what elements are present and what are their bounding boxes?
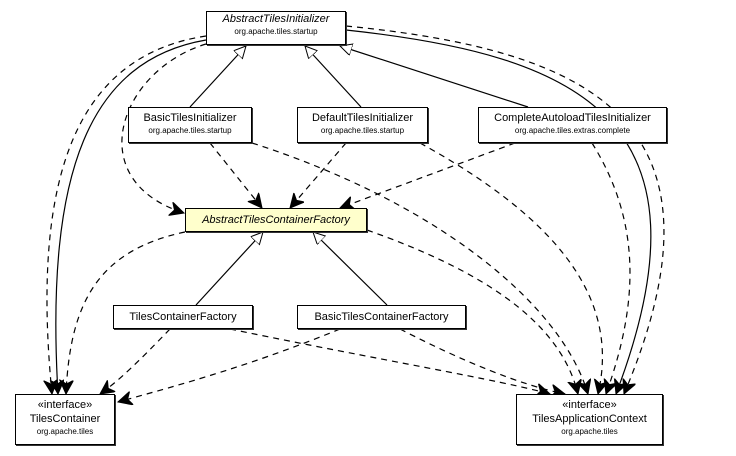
dependency-edge-tiles-container-factory-to-tiles-container bbox=[100, 328, 171, 394]
generalization-edge-tiles-container-factory-to-abstract-tiles-container-factory bbox=[195, 232, 263, 306]
interface-tiles-container[interactable]: «interface» TilesContainer org.apache.ti… bbox=[15, 394, 115, 445]
dependency-edge-complete-autoload-tiles-initializer-to-abstract-tiles-container-factory bbox=[340, 142, 516, 208]
class-name: CompleteAutoloadTilesInitializer bbox=[494, 112, 651, 124]
dependency-edge-default-tiles-initializer-to-abstract-tiles-container-factory bbox=[290, 142, 347, 208]
class-name: BasicTilesContainerFactory bbox=[314, 311, 449, 323]
class-basic-tiles-container-factory[interactable]: BasicTilesContainerFactory bbox=[297, 305, 466, 329]
generalization-edge-basic-tiles-initializer-to-abstract-tiles-initializer bbox=[189, 46, 246, 108]
class-name: AbstractTilesContainerFactory bbox=[202, 214, 350, 226]
class-abstract-tiles-initializer[interactable]: AbstractTilesInitializer org.apache.tile… bbox=[206, 11, 346, 45]
dependency-edge-abstract-tiles-initializer-to-tiles-application-context bbox=[345, 25, 665, 394]
dependency-edge-abstract-tiles-initializer-to-abstract-tiles-container-factory bbox=[121, 43, 207, 213]
stereotype-label: «interface» bbox=[562, 399, 617, 411]
generalization-edge-basic-tiles-container-factory-to-abstract-tiles-container-factory bbox=[313, 232, 388, 306]
dependency-edge-basic-tiles-initializer-to-tiles-application-context bbox=[251, 142, 588, 394]
class-tiles-container-factory[interactable]: TilesContainerFactory bbox=[113, 305, 253, 329]
class-package: org.apache.tiles.extras.complete bbox=[514, 126, 631, 135]
class-abstract-tiles-container-factory[interactable]: AbstractTilesContainerFactory bbox=[185, 208, 367, 232]
dependency-edge-complete-autoload-tiles-initializer-to-tiles-application-context bbox=[591, 142, 631, 394]
class-complete-autoload-tiles-initializer[interactable]: CompleteAutoloadTilesInitializer org.apa… bbox=[478, 107, 667, 143]
class-package: org.apache.tiles.startup bbox=[234, 27, 318, 36]
dependency-edge-basic-tiles-container-factory-to-tiles-application-context bbox=[399, 328, 565, 394]
dependency-edge-abstract-tiles-initializer-to-tiles-container bbox=[47, 35, 207, 394]
association-edge-abstract-tiles-initializer-to-tiles-application-context bbox=[345, 29, 652, 394]
generalization-edge-default-tiles-initializer-to-abstract-tiles-initializer bbox=[305, 46, 362, 108]
class-package: org.apache.tiles bbox=[36, 427, 94, 436]
class-name: BasicTilesInitializer bbox=[143, 112, 237, 124]
dependency-edge-abstract-tiles-container-factory-to-tiles-container bbox=[66, 231, 186, 394]
class-basic-tiles-initializer[interactable]: BasicTilesInitializer org.apache.tiles.s… bbox=[128, 107, 252, 143]
dependency-edge-default-tiles-initializer-to-tiles-application-context bbox=[419, 142, 602, 394]
class-name: TilesApplicationContext bbox=[532, 413, 647, 425]
class-name: AbstractTilesInitializer bbox=[222, 13, 330, 25]
class-name: TilesContainer bbox=[29, 413, 101, 425]
class-default-tiles-initializer[interactable]: DefaultTilesInitializer org.apache.tiles… bbox=[297, 107, 428, 143]
class-package: org.apache.tiles bbox=[561, 427, 618, 436]
dependency-edge-tiles-container-factory-to-tiles-application-context bbox=[229, 328, 550, 394]
class-name: TilesContainerFactory bbox=[129, 311, 237, 323]
interface-tiles-application-context[interactable]: «interface» TilesApplicationContext org.… bbox=[516, 394, 663, 445]
stereotype-label: «interface» bbox=[37, 399, 93, 411]
generalization-edge-complete-autoload-tiles-initializer-to-abstract-tiles-initializer bbox=[340, 46, 529, 108]
dependency-edge-basic-tiles-container-factory-to-tiles-container bbox=[118, 328, 341, 402]
class-package: org.apache.tiles.startup bbox=[148, 126, 232, 135]
dependency-edge-abstract-tiles-container-factory-to-tiles-application-context bbox=[366, 229, 578, 394]
dependency-edge-basic-tiles-initializer-to-abstract-tiles-container-factory bbox=[209, 142, 262, 208]
class-package: org.apache.tiles.startup bbox=[320, 126, 405, 135]
association-edge-abstract-tiles-initializer-to-tiles-container bbox=[56, 39, 207, 394]
class-name: DefaultTilesInitializer bbox=[311, 112, 414, 124]
